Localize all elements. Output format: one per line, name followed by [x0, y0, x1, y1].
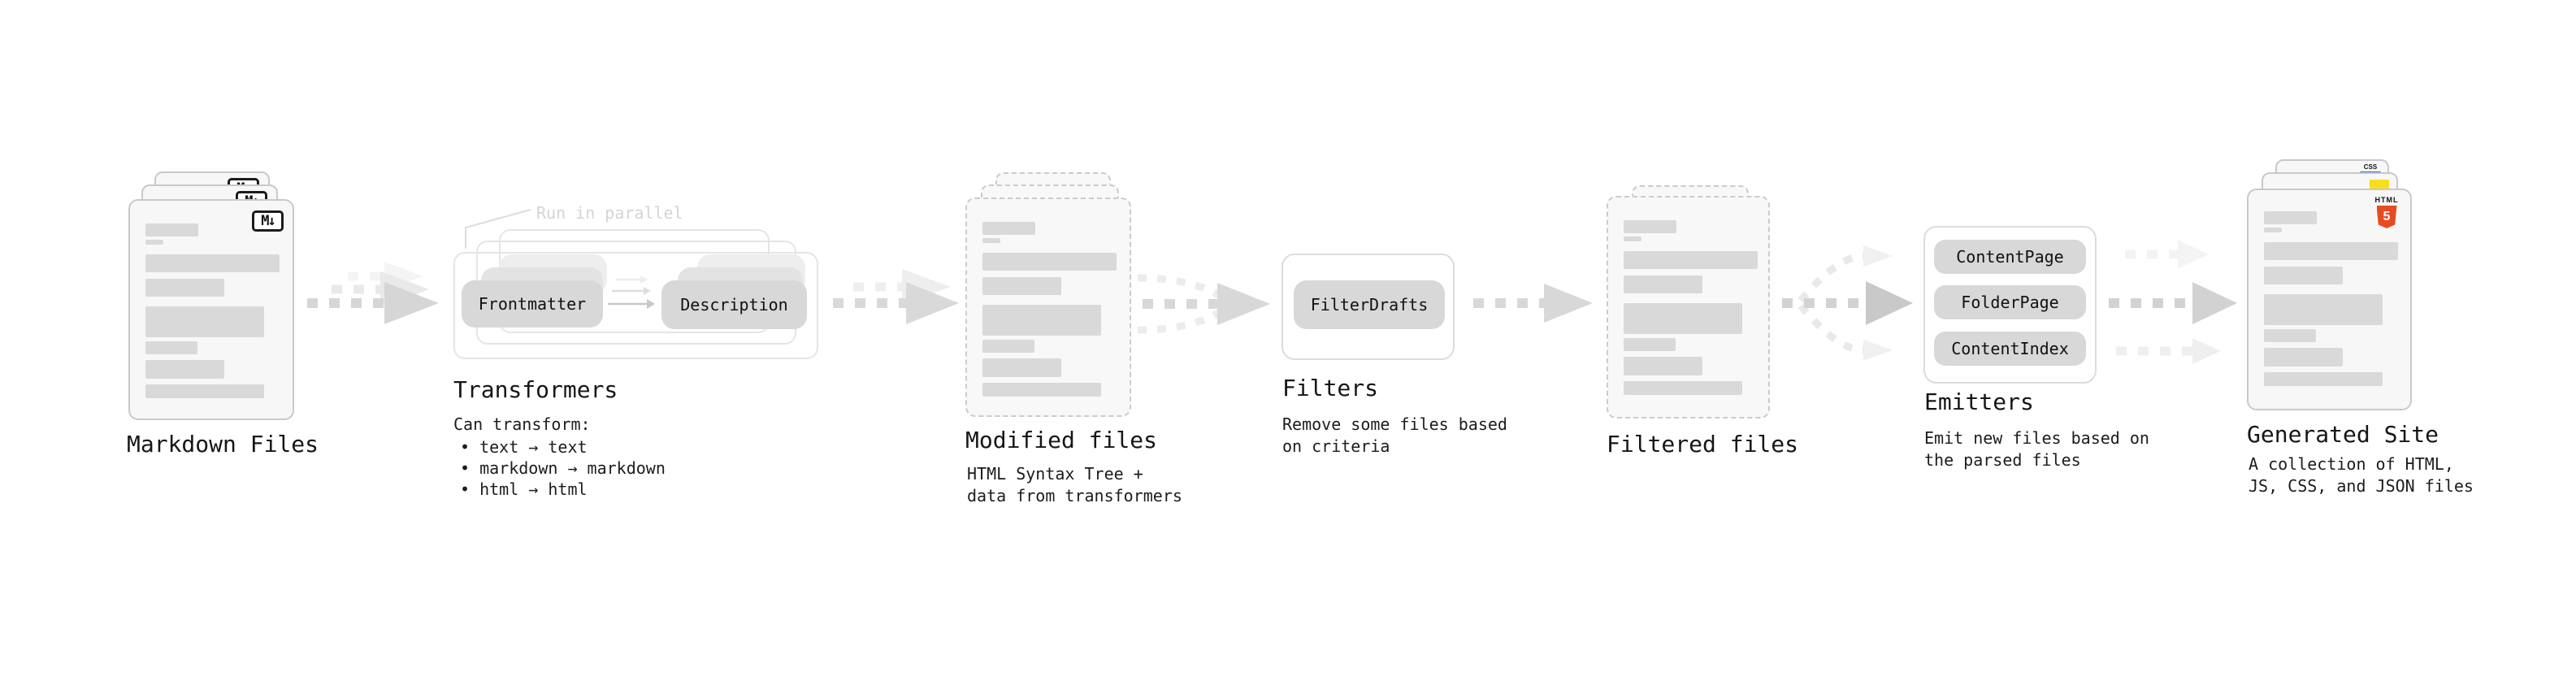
text-line-bar [1624, 275, 1702, 293]
bullet-item: • html → html [460, 479, 588, 499]
markdown-icon: M↓ [252, 210, 284, 232]
text-line-bar [1624, 303, 1742, 334]
text-line-bar [2264, 329, 2316, 342]
annotation-bracket [465, 209, 531, 249]
text-line-bar [145, 254, 280, 272]
emitters-title: Emitters [1924, 388, 2034, 415]
markdown-files-title: Markdown Files [127, 431, 319, 458]
text-line-bar [145, 223, 198, 236]
subtitle-line: JS, CSS, and JSON files [2249, 476, 2474, 496]
transformers-bullet-list: • text → text • markdown → markdown • ht… [460, 436, 666, 500]
text-line-bar [145, 279, 224, 297]
filters-title: Filters [1282, 375, 1379, 401]
text-line-bar [982, 222, 1035, 235]
emitters-subtitle: Emit new files based on the parsed files [1924, 427, 2149, 471]
arrow-markdown-to-transformers [307, 262, 439, 324]
text-line-bar [982, 383, 1101, 397]
transformers-subtitle: Can transform: [453, 414, 591, 434]
modified-files-title: Modified files [965, 427, 1158, 453]
run-in-parallel-label: Run in parallel [536, 203, 683, 223]
arrow-modified-to-filters [1137, 274, 1270, 334]
generated-file-card-front: HTML 5 [2247, 189, 2412, 410]
text-line-bar [1624, 236, 1641, 241]
doc-content-placeholder [967, 199, 1130, 397]
text-line-bar [145, 341, 197, 354]
transformer-box-front [453, 252, 818, 359]
modified-file-card-front [965, 197, 1131, 417]
parallel-arrows-icon [608, 275, 655, 309]
html5-icon-shield: 5 [2376, 206, 2397, 228]
subtitle-line: on criteria [1282, 436, 1390, 456]
arrow-filtered-to-emitters [1782, 245, 1913, 361]
html5-icon-brand: HTML [2374, 196, 2399, 204]
text-line-bar [2264, 348, 2343, 367]
text-line-bar [2264, 267, 2343, 284]
css-icon-label: CSS [2363, 163, 2378, 171]
text-line-bar [145, 384, 264, 398]
html5-icon-number: 5 [2383, 210, 2391, 223]
text-line-bar [1624, 251, 1758, 269]
text-line-bar [145, 360, 224, 379]
text-line-bar [145, 240, 163, 245]
arrow-filters-to-filtered [1473, 284, 1593, 323]
text-line-bar [982, 253, 1117, 271]
arrows-emitters-to-generated [2109, 240, 2237, 364]
html5-icon: HTML 5 [2371, 197, 2402, 228]
transformers-title: Transformers [453, 376, 618, 403]
generated-site-title: Generated Site [2247, 421, 2439, 448]
text-line-bar [1624, 338, 1676, 351]
text-line-bar [982, 358, 1061, 377]
doc-content-placeholder [130, 201, 293, 398]
text-line-bar [2264, 211, 2317, 224]
text-line-bar [1624, 381, 1742, 395]
text-line-bar [982, 305, 1101, 336]
text-line-bar [2264, 294, 2383, 325]
doc-content-placeholder [1608, 197, 1768, 395]
transformer-pill-frontmatter: Frontmatter [462, 280, 603, 327]
text-line-bar [2264, 372, 2383, 386]
filtered-file-card-front [1607, 196, 1770, 419]
markdown-file-card-front: M↓ [128, 199, 294, 420]
bullet-item: • markdown → markdown [460, 458, 666, 478]
text-line-bar [982, 238, 1000, 243]
emitter-pill-folderpage: FolderPage [1934, 285, 2086, 319]
generated-site-subtitle: A collection of HTML, JS, CSS, and JSON … [2249, 453, 2474, 497]
text-line-bar [1624, 357, 1702, 375]
emitter-pill-contentindex: ContentIndex [1934, 332, 2086, 366]
transformer-pill-description: Description [661, 280, 807, 329]
text-line-bar [982, 340, 1034, 353]
doc-content-placeholder [2249, 190, 2410, 386]
filtered-files-title: Filtered files [1607, 431, 1799, 458]
text-line-bar [1624, 220, 1676, 233]
bullet-item: • text → text [460, 437, 588, 457]
subtitle-line: the parsed files [1924, 450, 2081, 470]
text-line-bar [145, 306, 264, 337]
subtitle-line: Remove some files based [1282, 414, 1507, 434]
filter-pill-filterdrafts: FilterDrafts [1294, 280, 1445, 329]
subtitle-line: HTML Syntax Tree + [967, 464, 1143, 484]
text-line-bar [2264, 242, 2398, 260]
subtitle-line: Emit new files based on [1924, 428, 2149, 448]
modified-files-subtitle: HTML Syntax Tree + data from transformer… [967, 463, 1182, 507]
subtitle-line: A collection of HTML, [2249, 454, 2454, 474]
javascript-icon [2370, 180, 2389, 191]
arrow-transformers-to-modified [833, 269, 959, 324]
emitter-pill-contentpage: ContentPage [1934, 240, 2086, 274]
text-line-bar [982, 277, 1061, 295]
filters-subtitle: Remove some files based on criteria [1282, 414, 1507, 458]
text-line-bar [2264, 228, 2282, 232]
subtitle-line: data from transformers [967, 486, 1182, 505]
